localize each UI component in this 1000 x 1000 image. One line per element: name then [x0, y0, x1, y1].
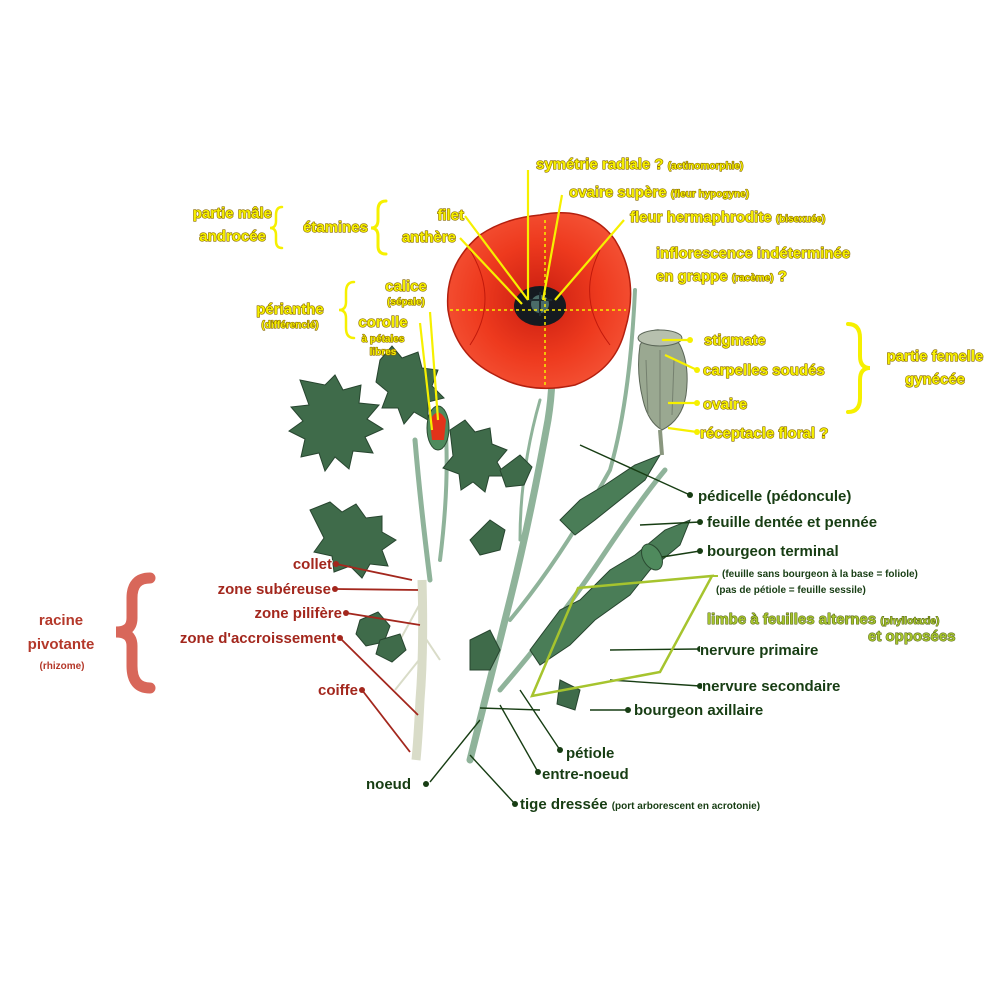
label-androcee: androcée	[199, 228, 266, 245]
label-partie-femelle: partie femelle	[887, 348, 984, 365]
label-receptacle: réceptacle floral ?	[700, 425, 828, 442]
label-zone-subereuse: zone subéreuse	[218, 581, 331, 598]
label-bourgeon-terminal: bourgeon terminal	[707, 543, 839, 560]
flower-bud	[426, 405, 450, 451]
symmetry-axes	[450, 220, 626, 385]
label-bourgeon-axillaire: bourgeon axillaire	[634, 702, 763, 719]
label-filet: filet	[437, 207, 464, 224]
flower-leaders	[418, 170, 698, 434]
label-symetrie: symétrie radiale ? (actinomorphie)	[536, 156, 743, 173]
label-nervure-secondaire: nervure secondaire	[702, 678, 840, 695]
braces	[115, 199, 871, 694]
label-foliole-note: (feuille sans bourgeon à la base = folio…	[722, 569, 918, 580]
label-limbe: limbe à feuilles alternes (phyllotaxie)	[707, 611, 939, 628]
label-corolle-note-1: à pétales	[362, 334, 405, 345]
label-gynecee: gynécée	[905, 371, 965, 388]
limbe-outline	[529, 574, 715, 698]
label-noeud: noeud	[366, 776, 411, 793]
label-etamines: étamines	[303, 219, 368, 236]
label-stigmate: stigmate	[704, 332, 766, 349]
label-inflorescence-1: inflorescence indéterminée	[656, 245, 850, 262]
label-calice: calice	[385, 278, 427, 295]
brace-perianthe	[338, 280, 356, 340]
label-ovaire: ovaire	[703, 396, 747, 413]
label-tige: tige dressée (port arborescent en acroto…	[520, 796, 760, 813]
plant-illustration	[288, 212, 691, 764]
label-fleur-hermaphrodite: fleur hermaphrodite (bisexuée)	[630, 209, 825, 226]
label-pedicelle: pédicelle (pédoncule)	[698, 488, 851, 505]
label-perianthe: périanthe	[256, 301, 324, 318]
terminal-bud	[641, 543, 663, 571]
label-inflorescence-2: en grappe (racème) ?	[656, 268, 787, 285]
label-corolle-note-2: libres	[370, 347, 397, 358]
label-feuille-dentee: feuille dentée et pennée	[707, 514, 877, 531]
label-coiffe: coiffe	[318, 682, 358, 699]
stem-leaders	[429, 444, 701, 805]
brace-racine	[115, 572, 156, 694]
label-corolle: corolle	[358, 314, 407, 331]
label-partie-male: partie mâle	[193, 205, 272, 222]
brace-gynecee	[846, 322, 871, 414]
label-zone-accroissement: zone d'accroissement	[180, 630, 336, 647]
seed-capsule	[637, 329, 688, 456]
label-calice-note: (sépale)	[387, 297, 425, 308]
label-anthere: anthère	[402, 229, 456, 246]
brace-partie-male	[269, 205, 284, 250]
label-zone-pilifere: zone pilifère	[254, 605, 342, 622]
root-leader-dots	[332, 561, 365, 693]
label-carpelles: carpelles soudés	[703, 362, 825, 379]
label-petiole: pétiole	[566, 745, 614, 762]
label-nervure-primaire: nervure primaire	[700, 642, 818, 659]
flower-leader-dots	[687, 337, 700, 435]
label-entre-noeud: entre-noeud	[542, 766, 629, 783]
label-pivotante: pivotante	[28, 636, 95, 653]
label-racine: racine	[39, 612, 83, 629]
root-leaders	[334, 563, 421, 753]
brace-etamines	[370, 199, 388, 256]
stem-leader-dots	[423, 492, 703, 807]
label-collet: collet	[293, 556, 332, 573]
label-rhizome: (rhizome)	[40, 661, 85, 672]
label-perianthe-note: (différencié)	[261, 320, 318, 331]
label-ovaire-supere: ovaire supère (fleur hypogyne)	[569, 184, 749, 201]
label-sessile-note: (pas de pétiole = feuille sessile)	[716, 585, 866, 596]
label-opposees: et opposées	[868, 628, 956, 645]
taproot	[411, 579, 428, 761]
poppy-flower	[446, 212, 632, 390]
leaves	[288, 345, 691, 711]
